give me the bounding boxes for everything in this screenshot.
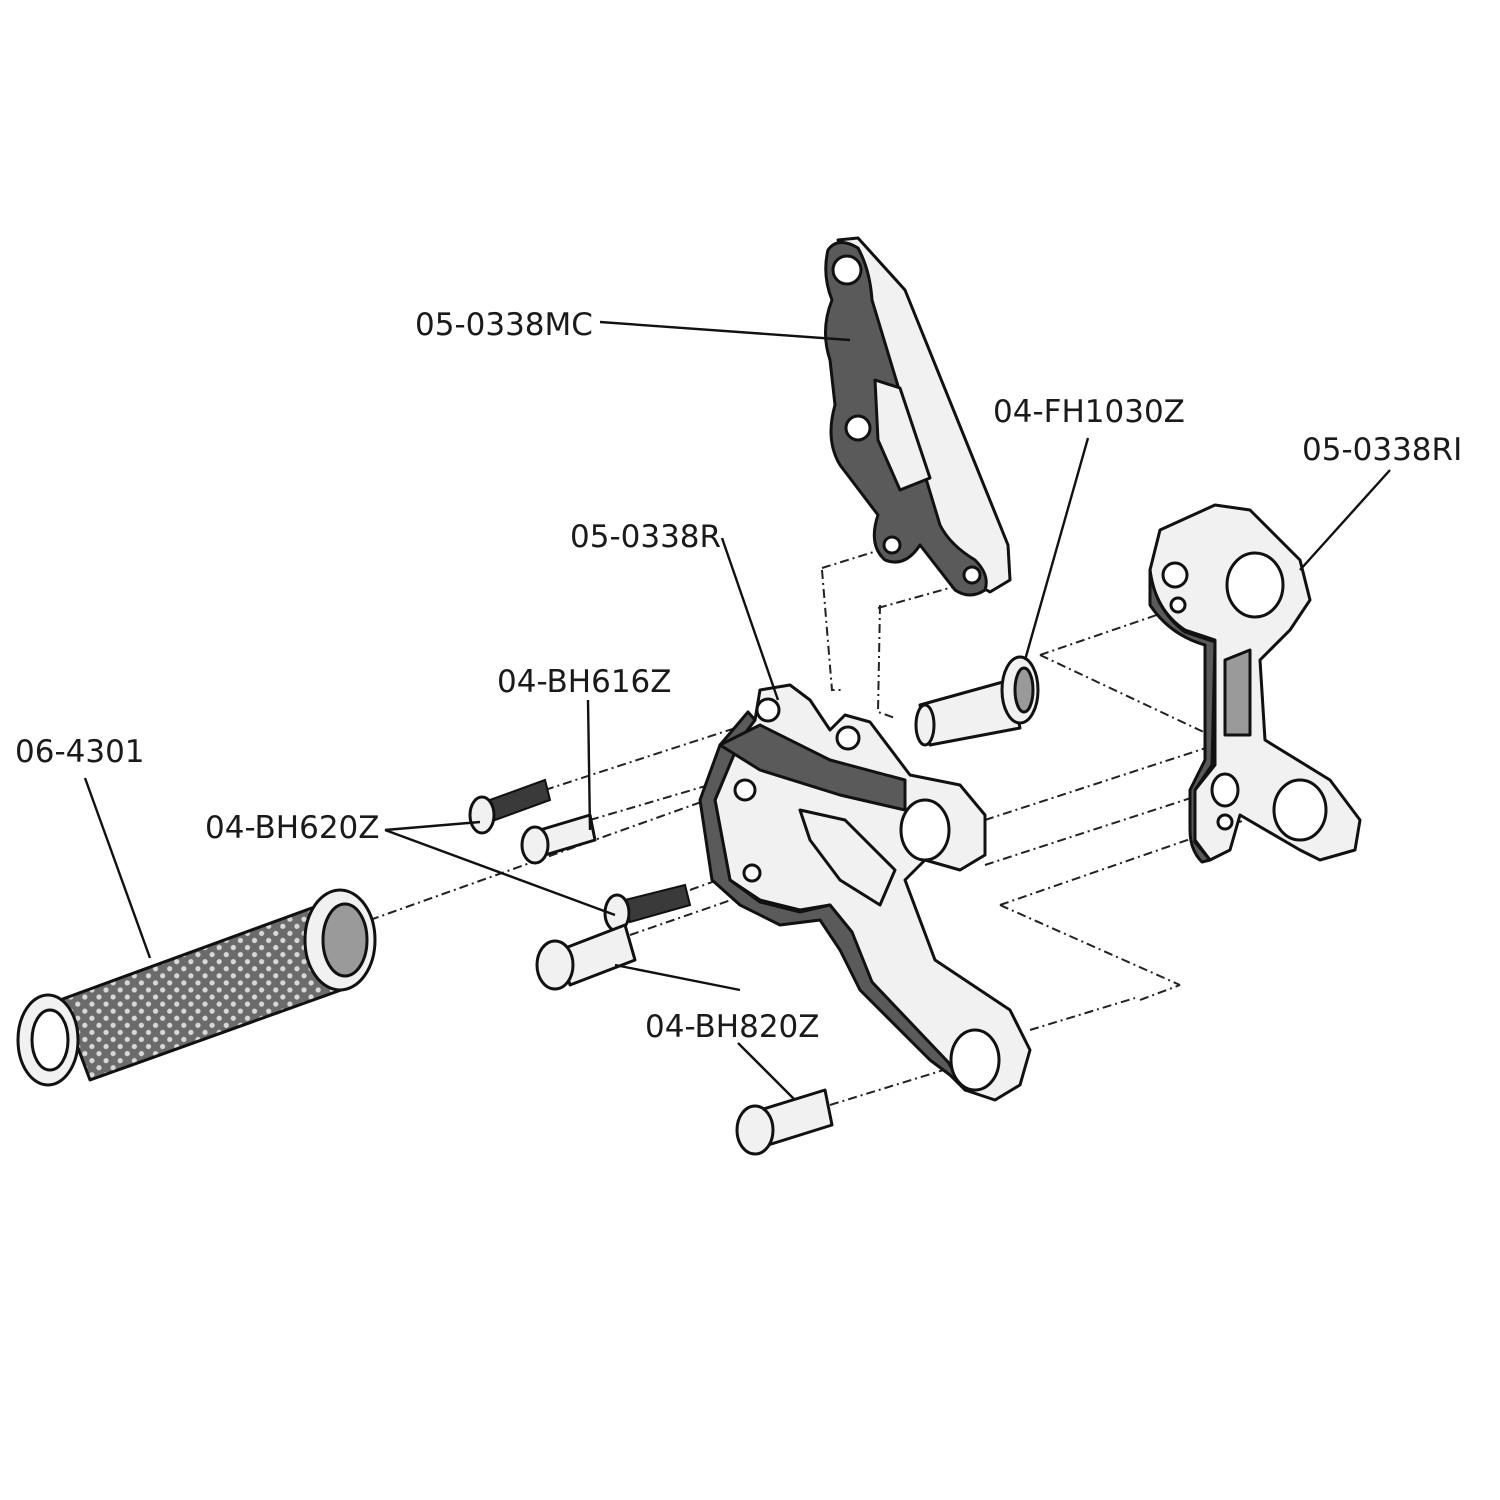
footpeg-part — [16, 888, 377, 1087]
leader-lines — [83, 320, 1391, 1101]
label-bolt-820: 04-BH820Z — [645, 1009, 820, 1045]
label-rear-insert: 05-0338RI — [1302, 432, 1462, 468]
label-bolt-620: 04-BH620Z — [205, 810, 380, 846]
bolts-group — [468, 778, 834, 1156]
rear-insert-part — [1148, 503, 1362, 864]
rearset-body-part — [698, 683, 1032, 1102]
label-footpeg: 06-4301 — [15, 734, 145, 770]
part-labels: 05-0338MC 04-FH1030Z 05-0338RI 05-0338R … — [15, 307, 1462, 1045]
mount-plate-part — [824, 236, 1012, 597]
hanger-bolt-part — [914, 655, 1040, 747]
label-bolt-616: 04-BH616Z — [497, 664, 672, 700]
label-rearset-body: 05-0338R — [570, 519, 721, 555]
label-hanger-bolt: 04-FH1030Z — [993, 394, 1185, 430]
label-mount-plate: 05-0338MC — [415, 307, 593, 343]
